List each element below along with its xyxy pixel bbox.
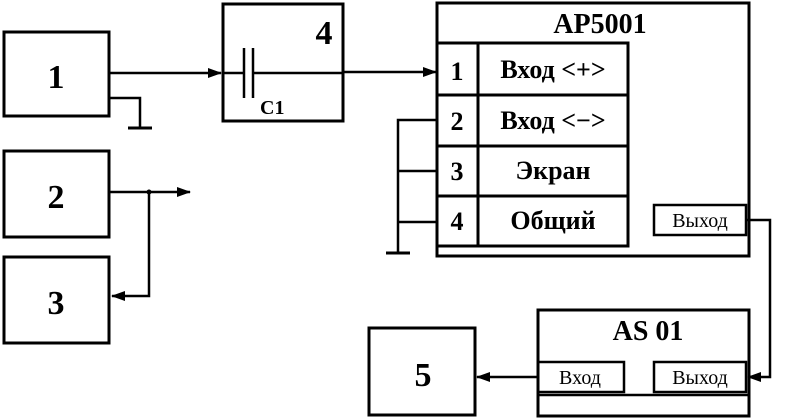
block-3: 3 (2, 255, 111, 345)
ap5001-output-port: Выход (652, 203, 748, 237)
as01-input-port: Вход (536, 360, 626, 394)
ground-symbol-1 (109, 96, 152, 130)
wire-ap5001-to-as01 (746, 218, 772, 382)
block-4: 4 C1 (221, 2, 345, 123)
ap5001-title: AP5001 (553, 9, 646, 40)
block-2: 2 (2, 149, 111, 239)
block-4-label: 4 (316, 15, 333, 52)
ap5001-pin-3: 3 Экран (451, 156, 591, 186)
as01-input-label: Вход (559, 367, 601, 389)
pin-number: 3 (451, 157, 464, 186)
pin-number: 1 (451, 57, 464, 86)
ap5001-output-label: Выход (672, 210, 728, 232)
ap5001-ground-bus (386, 118, 437, 255)
ap5001-pin-2: 2 Вход <−> (451, 106, 606, 136)
pin-label: Общий (510, 206, 595, 235)
as01-output-label: Выход (672, 367, 728, 389)
block-1-label: 1 (48, 59, 65, 96)
as01-output-port: Выход (652, 360, 748, 394)
as01-block: AS 01 Вход Выход (536, 308, 751, 418)
capacitor-label: C1 (260, 97, 284, 119)
ap5001-pin-1: 1 Вход <+> (451, 55, 606, 86)
pin-label: Вход <+> (500, 55, 605, 84)
pin-number: 2 (451, 107, 464, 136)
pin-number: 4 (451, 207, 464, 236)
block-5-label: 5 (415, 357, 432, 394)
capacitor-c1: C1 (242, 48, 284, 119)
block-5: 5 (367, 326, 477, 417)
ap5001-pin-4: 4 Общий (451, 206, 596, 236)
pin-label: Экран (515, 156, 590, 185)
ap5001-block: AP5001 1 Вход <+> 2 Вход <−> 3 Экран 4 О (435, 1, 751, 258)
ap5001-pin-table: 1 Вход <+> 2 Вход <−> 3 Экран 4 Общий (435, 41, 630, 248)
pin-label: Вход <−> (500, 106, 605, 135)
block-2-label: 2 (48, 179, 65, 216)
block-2-output-wires (109, 187, 191, 301)
as01-title: AS 01 (613, 316, 684, 347)
block-3-label: 3 (48, 285, 65, 322)
block-1: 1 (2, 30, 111, 118)
